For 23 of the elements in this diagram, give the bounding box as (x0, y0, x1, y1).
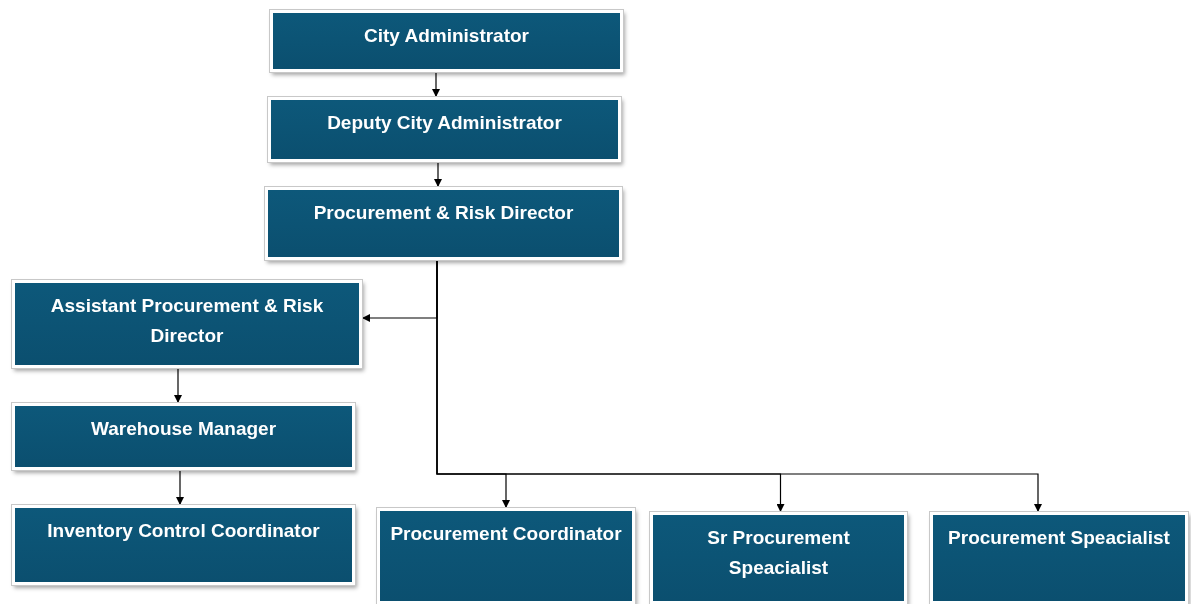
role-title: Assistant Procurement & Risk Director (49, 294, 325, 349)
role-title: Inventory Control Coordinator (47, 519, 320, 543)
connector-arrow (174, 367, 182, 404)
role-box (12, 505, 355, 585)
role-title: Deputy City Administrator (327, 111, 562, 135)
role-box (650, 512, 907, 604)
role-title: Procurement Coordinator (390, 522, 622, 546)
role-title: Procurement Speacialist (948, 526, 1170, 550)
role-title: Procurement & Risk Director (313, 201, 574, 225)
connector-arrow (434, 161, 442, 188)
role-title: Warehouse Manager (90, 417, 277, 441)
connector-arrow (432, 71, 440, 98)
role-box (12, 280, 362, 368)
role-box (12, 403, 355, 470)
role-box (270, 10, 623, 72)
role-title: City Administrator (363, 24, 529, 48)
role-title: Sr Procurement Speacialist (706, 526, 851, 581)
connector-arrow (176, 469, 184, 506)
role-box (930, 512, 1188, 604)
role-box (265, 187, 622, 260)
connector-arrow (436, 259, 1042, 513)
role-box (377, 508, 635, 604)
role-box (268, 97, 621, 162)
